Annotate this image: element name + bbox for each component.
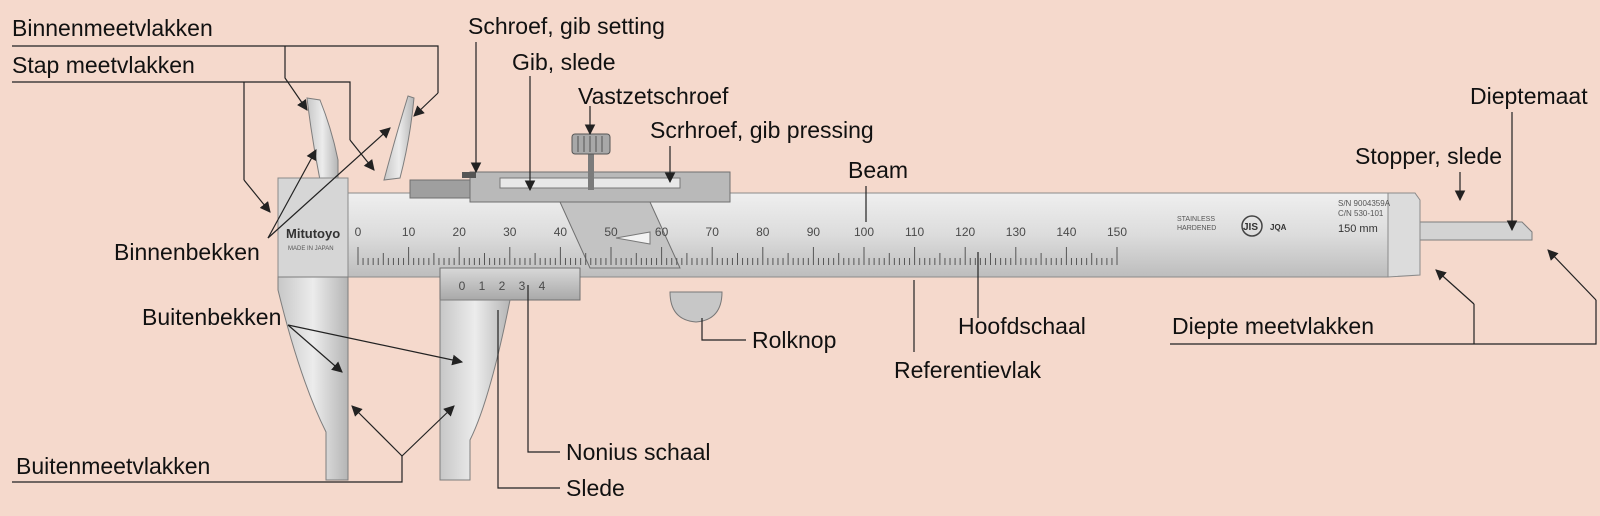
slider-outside-jaw (439, 299, 511, 481)
serial-line2: C/N 530-101 (1338, 209, 1384, 218)
main-scale-number: 60 (655, 225, 669, 239)
vernier-scale-number: 1 (479, 279, 486, 293)
leader-lines (12, 42, 1597, 489)
main-scale-number: 140 (1056, 225, 1076, 239)
vernier-plate (439, 267, 581, 301)
range-mark: 150 mm (1338, 223, 1378, 235)
jis-mark: JIS (1243, 222, 1258, 233)
label-stap-meetvlakken: Stap meetvlakken (12, 52, 195, 78)
label-hoofdschaal: Hoofdschaal (958, 313, 1086, 339)
main-scale-number: 30 (503, 225, 517, 239)
fixed-outside-jaw (277, 276, 349, 481)
jqa-mark: JQA (1270, 223, 1287, 232)
label-slede: Slede (566, 475, 625, 501)
brand-sub: MADE IN JAPAN (288, 246, 334, 252)
vernier-scale-number: 2 (499, 279, 506, 293)
label-schroef-gib-pressing: Scrhroef, gib pressing (650, 117, 874, 143)
label-referentievlak: Referentievlak (894, 357, 1042, 383)
stainless-line2: HARDENED (1177, 225, 1216, 232)
labels: Binnenmeetvlakken Stap meetvlakken Binne… (12, 13, 1588, 501)
label-rolknop: Rolknop (752, 327, 836, 353)
gib-setting-screw (462, 172, 476, 178)
main-scale-number: 50 (604, 225, 618, 239)
label-buitenbekken: Buitenbekken (142, 304, 281, 330)
slider-inside-jaw (383, 95, 415, 181)
label-vastzetschroef: Vastzetschroef (578, 83, 729, 109)
beam-end (1387, 192, 1421, 278)
jis-mark-circle (1241, 215, 1263, 237)
label-nonius-schaal: Nonius schaal (566, 439, 710, 465)
main-scale-number: 130 (1006, 225, 1026, 239)
serial-line1: S/N 9004359A (1338, 199, 1391, 208)
label-diepte-meetvlakken: Diepte meetvlakken (1172, 313, 1374, 339)
main-scale-ticks (357, 247, 1118, 265)
main-scale-number: 0 (355, 225, 362, 239)
label-schroef-gib-setting: Schroef, gib setting (468, 13, 665, 39)
fixed-inside-jaw (306, 97, 339, 181)
main-scale-number: 20 (453, 225, 467, 239)
label-stopper-slede: Stopper, slede (1355, 143, 1502, 169)
main-scale-number: 110 (905, 225, 924, 239)
vernier-scale-number: 4 (539, 279, 546, 293)
beam-bar (277, 192, 1389, 278)
label-beam: Beam (848, 157, 908, 183)
brand-logo: Mitutoyo (286, 226, 340, 241)
label-dieptemaat: Dieptemaat (1470, 83, 1588, 109)
label-buitenmeetvlakken: Buitenmeetvlakken (16, 453, 210, 479)
label-binnenbekken: Binnenbekken (114, 239, 260, 265)
vernier-scale-number: 3 (519, 279, 526, 293)
slider-window (559, 201, 681, 269)
main-scale-numbers: 0 10 20 30 40 50 60 70 80 90 100 110 120 130 140 150 (355, 225, 1128, 239)
stainless-line1: STAINLESS (1177, 216, 1215, 223)
main-scale-number: 80 (756, 225, 770, 239)
knurl-lines (577, 136, 603, 152)
main-scale-number: 150 (1107, 225, 1127, 239)
vernier-scale-number: 0 (459, 279, 466, 293)
label-gib-slede: Gib, slede (512, 49, 616, 75)
main-scale-number: 90 (807, 225, 821, 239)
label-binnenmeetvlakken: Binnenmeetvlakken (12, 15, 213, 41)
main-scale-number: 100 (854, 225, 874, 239)
main-scale-number: 120 (955, 225, 975, 239)
main-scale-number: 40 (554, 225, 568, 239)
main-scale-number: 10 (402, 225, 416, 239)
thumb-roller[interactable] (669, 291, 723, 323)
fixed-head (277, 177, 349, 281)
main-scale-number: 70 (706, 225, 720, 239)
slider-pointer (615, 231, 651, 245)
locking-screw-shaft (588, 152, 594, 190)
